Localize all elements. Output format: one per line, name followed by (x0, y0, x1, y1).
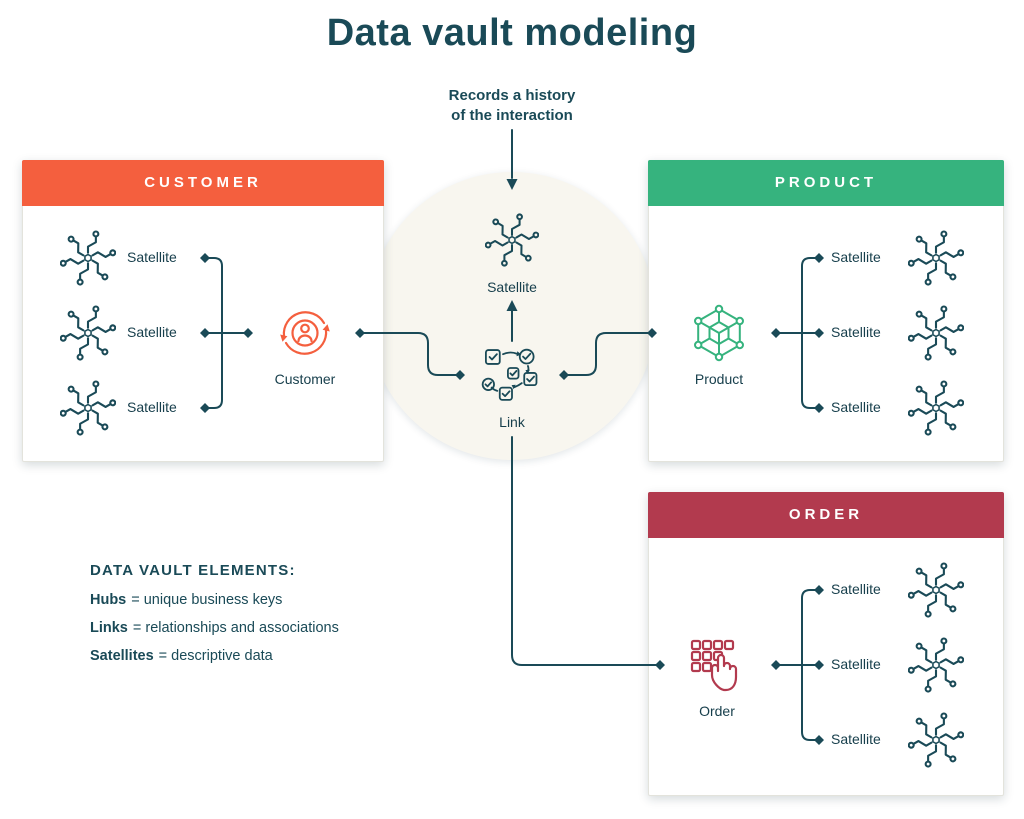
customer-card-header: CUSTOMER (22, 160, 384, 206)
annotation-line-1: Records a history (448, 87, 576, 104)
legend-item-links: Links= relationships and associations (90, 620, 339, 636)
legend-item-hubs: Hubs= unique business keys (90, 592, 282, 608)
annotation-line-2: of the interaction (451, 106, 573, 124)
page-title: Data vault modeling (326, 12, 698, 54)
product-card-header: PRODUCT (648, 160, 1004, 206)
product-card: PRODUCT (648, 160, 1004, 462)
order-card-header: ORDER (648, 492, 1004, 538)
legend-definition: = unique business keys (131, 592, 283, 608)
link-area-circle (368, 172, 656, 460)
customer-card: CUSTOMER (22, 160, 384, 462)
link-to-order-connector (511, 436, 657, 666)
legend-item-satellites: Satellites= descriptive data (90, 648, 273, 664)
order-card: ORDER (648, 492, 1004, 796)
legend-definition: = relationships and associations (132, 620, 339, 636)
interaction-annotation: Records a history of the interaction (362, 86, 662, 125)
legend-definition: = descriptive data (158, 648, 273, 664)
legend-term: Satellites (90, 648, 154, 664)
legend-title: DATA VAULT ELEMENTS: (90, 562, 296, 579)
legend-term: Hubs (90, 592, 127, 608)
legend-term: Links (90, 620, 128, 636)
